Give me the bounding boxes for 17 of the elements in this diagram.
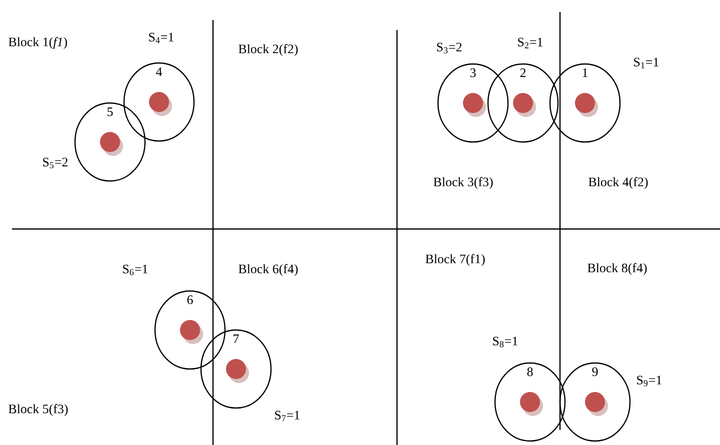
region-label: Block 4(f2) (588, 177, 648, 189)
circle-caption: S$_{4}$=1 (149, 32, 174, 44)
circle-caption: S$_{6}$=1 (123, 264, 148, 276)
region-label: Block 1(f1) (8, 37, 67, 49)
region-label: Block 7(f1) (426, 254, 485, 266)
circle-caption: S$_{8}$=1 (493, 336, 518, 348)
circle-caption: S$_{1}$=1 (634, 58, 658, 68)
region-label: Block 5(f3) (8, 404, 68, 416)
circle-caption: S$_{2}$=1 (518, 38, 542, 48)
region-label: Block 2(f2) (238, 44, 298, 56)
region-label: Block 3(f3) (434, 177, 493, 189)
circle-caption: S$_{9}$=1 (637, 376, 662, 386)
circle-caption: S$_{3}$=2 (437, 42, 462, 54)
circle-caption: S$_{7}$=1 (275, 410, 300, 422)
region-label: Block 6(f4) (238, 264, 298, 276)
circle-caption: S$_{5}$=2 (43, 158, 68, 168)
region-label: Block 8(f4) (588, 263, 647, 275)
